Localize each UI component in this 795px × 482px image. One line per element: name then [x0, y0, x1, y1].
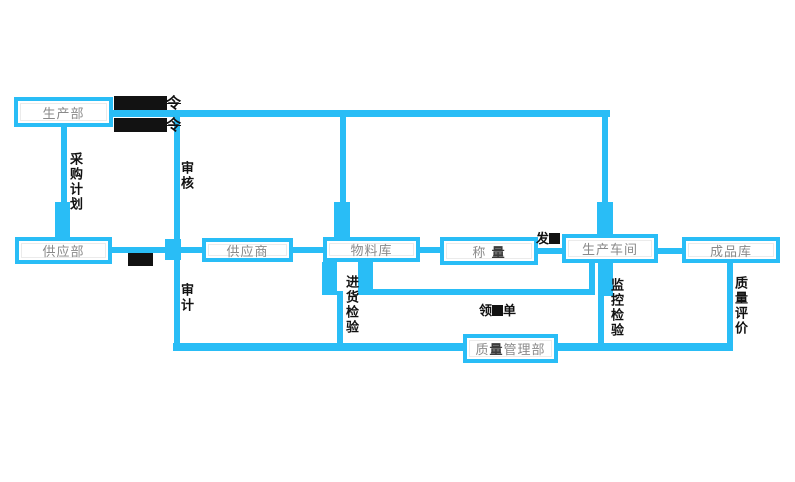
monitor-inspection-label: 监控检验 — [608, 278, 623, 338]
redacted-order-bar-1 — [114, 96, 167, 110]
node-supply-dept-label: 供应部 — [42, 245, 85, 260]
edge-purchase-plan-arrow — [55, 202, 70, 237]
edge-material-bottom-bar — [358, 262, 373, 293]
node-finished-store: 成品库 — [682, 237, 780, 263]
edge-material-bottom-arrow — [322, 262, 337, 295]
node-material-store-label: 物料库 — [350, 244, 393, 259]
edge-material-to-weighing — [420, 247, 442, 253]
requisition-label-redacted-box — [492, 305, 504, 316]
requisition-label-suffix: 单 — [503, 304, 517, 319]
node-quality-dept-label-part3: 管理部 — [503, 343, 546, 358]
purchase-plan-label: 采购计划 — [67, 152, 82, 212]
edge-review-audit-vertical — [174, 110, 180, 350]
node-production-dept: 生产部 — [14, 97, 113, 127]
node-quality-dept-label-part1: 质 — [475, 343, 490, 358]
node-finished-store-label: 成品库 — [709, 244, 752, 260]
edge-weighing-to-workshop — [538, 248, 564, 254]
issue-label-redacted-box — [549, 233, 561, 244]
node-supply-dept: 供应部 — [15, 237, 112, 264]
edge-finished-bottom-vertical — [727, 263, 733, 351]
edge-workshop-top-thin — [602, 115, 608, 207]
edge-material-top-arrow — [334, 202, 350, 238]
edge-supply-to-supplier — [112, 247, 204, 253]
incoming-inspection-label: 进货检验 — [343, 275, 358, 335]
node-supplier-label: 供应商 — [226, 244, 269, 260]
issue-label-prefix: 发 — [536, 232, 550, 247]
audit-label: 审计 — [178, 283, 193, 313]
edge-material-top-thin — [340, 115, 346, 207]
node-workshop: 生产车间 — [562, 234, 658, 263]
order-label-2-suffix: 令 — [166, 116, 182, 134]
node-weighing: 称 量 — [440, 237, 538, 265]
redacted-purchase-bar — [128, 253, 153, 266]
edge-requisition-line — [358, 289, 595, 295]
edge-supplier-to-material — [293, 247, 325, 253]
node-quality-dept: 质量管理部 — [463, 334, 558, 363]
edge-incoming-inspection-thin — [337, 291, 343, 348]
edge-purchase-plan-thin — [61, 127, 67, 207]
edge-workshop-bottom-thin — [589, 263, 595, 295]
edge-workshop-top-arrow — [597, 202, 613, 235]
issue-label: 发 — [536, 228, 561, 247]
edge-top-order-line — [113, 110, 610, 117]
node-weighing-label-part2: 量 — [491, 245, 506, 261]
requisition-label-prefix: 领 — [479, 304, 493, 319]
quality-evaluation-label: 质量评价 — [732, 276, 747, 336]
node-supplier: 供应商 — [202, 238, 293, 262]
edge-workshop-bottom-arrow — [598, 263, 613, 296]
edge-quality-dept-horizontal — [173, 343, 733, 351]
redacted-order-bar-2 — [114, 118, 167, 132]
order-label-1-suffix: 令 — [166, 94, 182, 112]
node-material-store: 物料库 — [323, 237, 420, 262]
review-label: 审核 — [178, 161, 193, 191]
node-production-dept-label: 生产部 — [42, 106, 85, 122]
node-quality-dept-label-part2: 量 — [489, 343, 504, 358]
node-weighing-label-part1: 称 — [472, 245, 492, 261]
node-workshop-label: 生产车间 — [581, 243, 638, 258]
edge-workshop-to-finished — [658, 248, 684, 254]
requisition-label: 领单 — [479, 300, 516, 319]
edge-monitor-inspection-thin — [598, 294, 604, 348]
